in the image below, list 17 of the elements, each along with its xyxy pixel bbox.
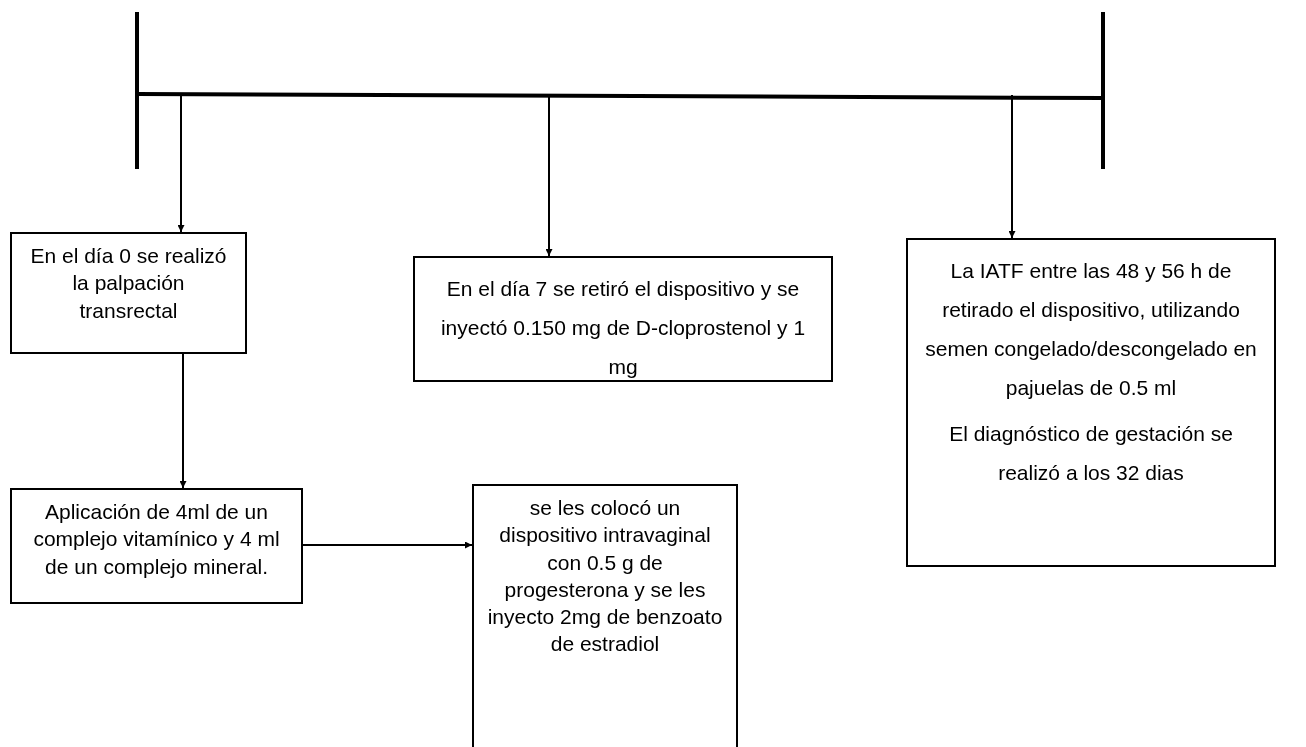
text-box — [10, 232, 247, 354]
box-text: se les colocó un dispositivo intravaginal con 0.5 g de progesterona y se les inyecto 2mg de benzoato de estradiol — [486, 495, 724, 658]
arrow — [177, 94, 185, 233]
box-text: En el día 0 se realizó la palpación transrectal — [29, 243, 228, 324]
box-text: La IATF entre las 48 y 56 h de retirado el dispositivo, utilizando semen congelado/descongelado en pajuelas de 0.5 ml — [924, 258, 1258, 401]
arrow — [545, 94, 553, 257]
text-box — [906, 238, 1276, 567]
arrow — [302, 541, 473, 549]
box-text: El diagnóstico de gestación se realizó a los 32 dias — [948, 421, 1234, 487]
text-box — [10, 488, 303, 604]
arrow — [1008, 94, 1016, 239]
timeline-bar — [133, 12, 1107, 169]
text-box — [472, 484, 738, 747]
box-text: Aplicación de 4ml de un complejo vitamínico y 4 ml de un complejo mineral. — [32, 499, 281, 580]
box-text: En el día 7 se retiró el dispositivo y se inyectó 0.150 mg de D-cloprostenol y 1 mg — [439, 276, 807, 380]
arrow — [179, 353, 187, 489]
text-box — [413, 256, 833, 382]
